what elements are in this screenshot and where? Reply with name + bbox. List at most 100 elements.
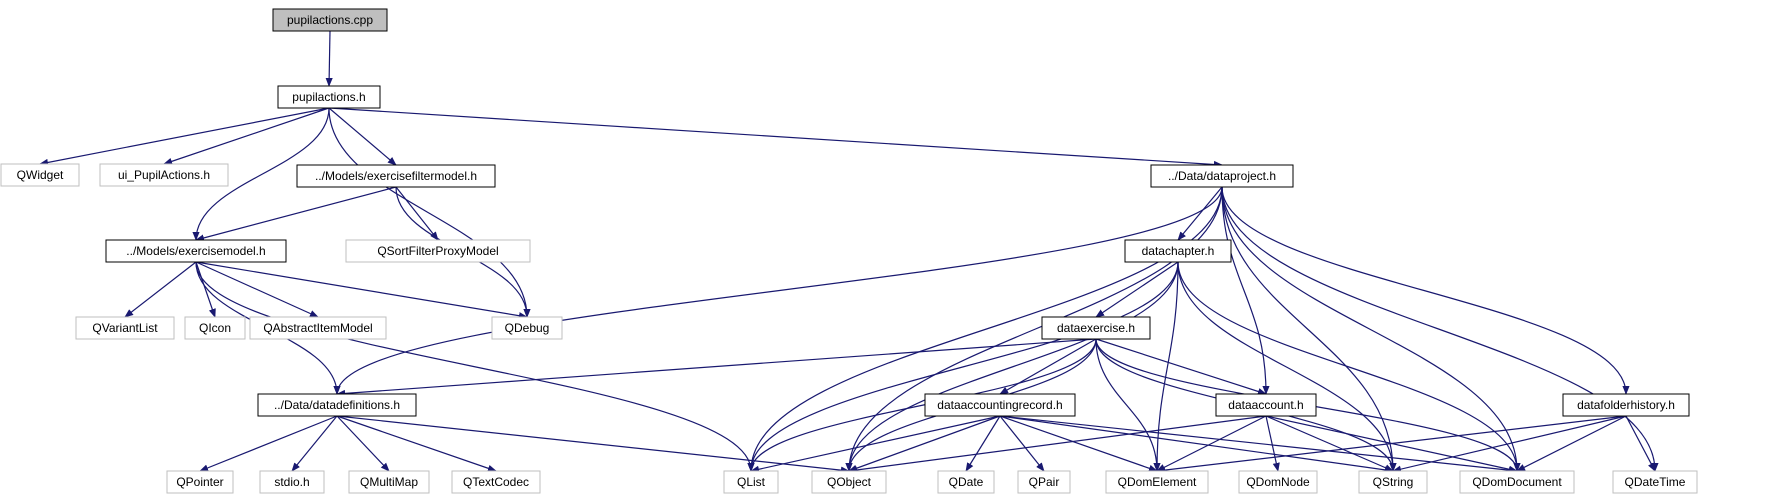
node-qobject: QObject: [811, 470, 887, 494]
edge-dataexercise-to-dataaccount: [1095, 338, 1267, 395]
edge-pupilactions_h-to-dataproject: [328, 107, 1223, 169]
node-box: [1459, 470, 1575, 494]
node-label: dataexercise.h: [1057, 321, 1135, 335]
node-box: [1358, 470, 1428, 494]
edge-datadefinitions-to-qobject: [336, 415, 850, 474]
edge-dataproject-to-dataaccount: [1221, 186, 1270, 395]
node-box: [1105, 470, 1209, 494]
node-qstring: QString: [1358, 470, 1428, 494]
node-label: datachapter.h: [1142, 244, 1215, 258]
node-qdomdocument: QDomDocument: [1459, 470, 1575, 494]
edge-datachapter-to-qstring: [1177, 261, 1397, 472]
node-label: QMultiMap: [360, 475, 418, 489]
node-box: [491, 316, 563, 340]
node-box: [249, 316, 387, 340]
edge-dataaccount-to-qstring: [1265, 415, 1394, 472]
node-box: [99, 163, 229, 187]
node-exercisemodel[interactable]: ../Models/exercisemodel.h: [105, 239, 287, 263]
node-label: stdio.h: [274, 475, 309, 489]
node-dataexercise[interactable]: dataexercise.h: [1041, 316, 1151, 340]
edge-dataexercise-to-datadefinitions: [336, 338, 1097, 398]
node-box: [1041, 316, 1151, 340]
node-qicon: QIcon: [184, 316, 246, 340]
node-pupilactions_cpp[interactable]: pupilactions.cpp: [272, 8, 388, 32]
node-stdio: stdio.h: [259, 470, 325, 494]
edge-exercisemodel-to-qabstractitemmodel: [195, 261, 319, 318]
node-box: [723, 470, 779, 494]
node-box: [1215, 393, 1317, 417]
node-label: ../Models/exercisefiltermodel.h: [315, 169, 477, 183]
node-qdatetime: QDateTime: [1612, 470, 1698, 494]
edge-pupilactions_h-to-qdebug: [328, 107, 531, 318]
edge-dataaccountingrecord-to-qdate: [965, 415, 1001, 472]
node-qmultimap: QMultiMap: [348, 470, 430, 494]
node-label: QObject: [827, 475, 872, 489]
edge-datachapter-to-dataexercise: [1095, 261, 1179, 318]
edge-datadefinitions-to-stdio: [291, 415, 338, 472]
node-label: dataaccountingrecord.h: [937, 398, 1062, 412]
node-label: QList: [737, 475, 766, 489]
node-box: [259, 470, 325, 494]
node-label: QWidget: [17, 168, 64, 182]
node-label: QDomNode: [1246, 475, 1310, 489]
edge-dataaccountingrecord-to-qobject: [848, 415, 1001, 472]
node-box: [184, 316, 246, 340]
node-box: [1562, 393, 1690, 417]
node-label: pupilactions.h: [292, 90, 365, 104]
edge-pupilactions_cpp-to-pupilactions_h: [325, 30, 333, 87]
edge-dataproject-to-datadefinitions: [333, 186, 1223, 395]
edge-datafolderhistory-to-qstring: [1392, 415, 1627, 473]
node-dataaccountingrecord[interactable]: dataaccountingrecord.h: [924, 393, 1076, 417]
node-label: QIcon: [199, 321, 231, 335]
node-label: datafolderhistory.h: [1577, 398, 1675, 412]
edge-dataproject-to-qobject: [845, 186, 1223, 472]
edge-exercisemodel-to-qvariantlist: [124, 261, 197, 318]
node-qdebug: QDebug: [491, 316, 563, 340]
node-box: [451, 470, 541, 494]
edge-pupilactions_h-to-ui_pupilactions: [163, 107, 330, 165]
edges-layer: [39, 30, 1659, 474]
node-box: [1238, 470, 1318, 494]
node-datadefinitions[interactable]: ../Data/datadefinitions.h: [257, 393, 417, 417]
edge-dataproject-to-qlist: [747, 186, 1223, 472]
edge-exercisemodel-to-qdebug: [195, 261, 528, 320]
edge-dataaccount-to-qdomelement: [1156, 415, 1267, 472]
edge-dataproject-to-qstring: [1221, 186, 1397, 472]
node-label: ui_PupilActions.h: [118, 168, 210, 182]
node-box: [1017, 470, 1071, 494]
node-qwidget: QWidget: [0, 163, 80, 187]
node-box: [272, 8, 388, 32]
node-datachapter[interactable]: datachapter.h: [1124, 239, 1232, 263]
node-pupilactions_h[interactable]: pupilactions.h: [277, 85, 381, 109]
edge-datachapter-to-qdomdocument: [1177, 261, 1521, 472]
node-label: ../Data/dataproject.h: [1168, 169, 1276, 183]
node-qlist: QList: [723, 470, 779, 494]
node-label: QSortFilterProxyModel: [377, 244, 498, 258]
node-label: dataaccount.h: [1228, 398, 1303, 412]
edge-dataproject-to-datachapter: [1177, 186, 1223, 241]
node-label: pupilactions.cpp: [287, 13, 373, 27]
node-box: [937, 470, 995, 494]
edge-datadefinitions-to-qpointer: [199, 415, 338, 472]
node-box: [1150, 164, 1294, 188]
edge-dataaccountingrecord-to-qdomelement: [999, 415, 1158, 472]
node-dataproject[interactable]: ../Data/dataproject.h: [1150, 164, 1294, 188]
edge-pupilactions_h-to-qwidget: [39, 107, 330, 166]
edge-dataproject-to-qdatetime: [1221, 186, 1659, 472]
node-qdomnode: QDomNode: [1238, 470, 1318, 494]
node-label: ../Data/datadefinitions.h: [274, 398, 400, 412]
node-exercisefiltermodel[interactable]: ../Models/exercisefiltermodel.h: [296, 164, 496, 188]
node-label: QTextCodec: [463, 475, 529, 489]
edge-dataaccountingrecord-to-qpair: [999, 415, 1045, 472]
node-box: [811, 470, 887, 494]
edge-datafolderhistory-to-qdatetime: [1625, 415, 1656, 472]
node-dataaccount[interactable]: dataaccount.h: [1215, 393, 1317, 417]
edge-pupilactions_h-to-exercisefiltermodel: [328, 107, 397, 166]
node-datafolderhistory[interactable]: datafolderhistory.h: [1562, 393, 1690, 417]
node-qpointer: QPointer: [166, 470, 234, 494]
node-label: QPointer: [176, 475, 223, 489]
node-ui_pupilactions: ui_PupilActions.h: [99, 163, 229, 187]
node-qpair: QPair: [1017, 470, 1071, 494]
node-box: [105, 239, 287, 263]
